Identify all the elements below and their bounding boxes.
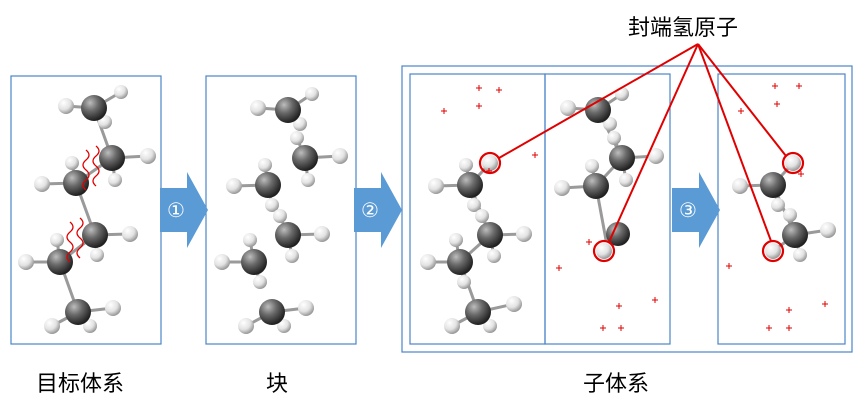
step-number-2: ② <box>361 198 379 222</box>
step-arrow-2: ② <box>354 172 402 248</box>
cut-mark-lower <box>66 221 74 263</box>
block-label: 块 <box>266 372 289 397</box>
capping-hydrogen-pointers <box>498 43 787 243</box>
capping-hydrogen-label: 封端氢原子 <box>628 16 739 41</box>
capping-hydrogen-highlight <box>478 151 502 175</box>
target-system-label: 目标体系 <box>36 372 125 397</box>
capping-hydrogen-highlight <box>592 239 616 263</box>
point-charge-marks <box>441 83 828 331</box>
capping-hydrogen-highlight <box>761 239 785 263</box>
molecule-subsystem-2 <box>554 87 664 263</box>
step-arrow-3: ③ <box>672 172 720 248</box>
molecule-subsystem-1 <box>420 151 532 334</box>
step-number-1: ① <box>167 198 185 222</box>
subsystem-outer-panel <box>401 65 853 353</box>
molecule-target-system <box>18 85 156 334</box>
step-arrow-1: ① <box>160 172 208 248</box>
molecule-blocks <box>214 87 348 334</box>
capping-hydrogen-highlight <box>781 151 805 175</box>
step-number-3: ③ <box>679 198 697 222</box>
subsystem-panel-2 <box>544 73 671 345</box>
cut-mark-upper <box>82 149 90 191</box>
subsystem-label: 子体系 <box>583 372 650 397</box>
molecule-subsystem-3 <box>732 151 836 263</box>
